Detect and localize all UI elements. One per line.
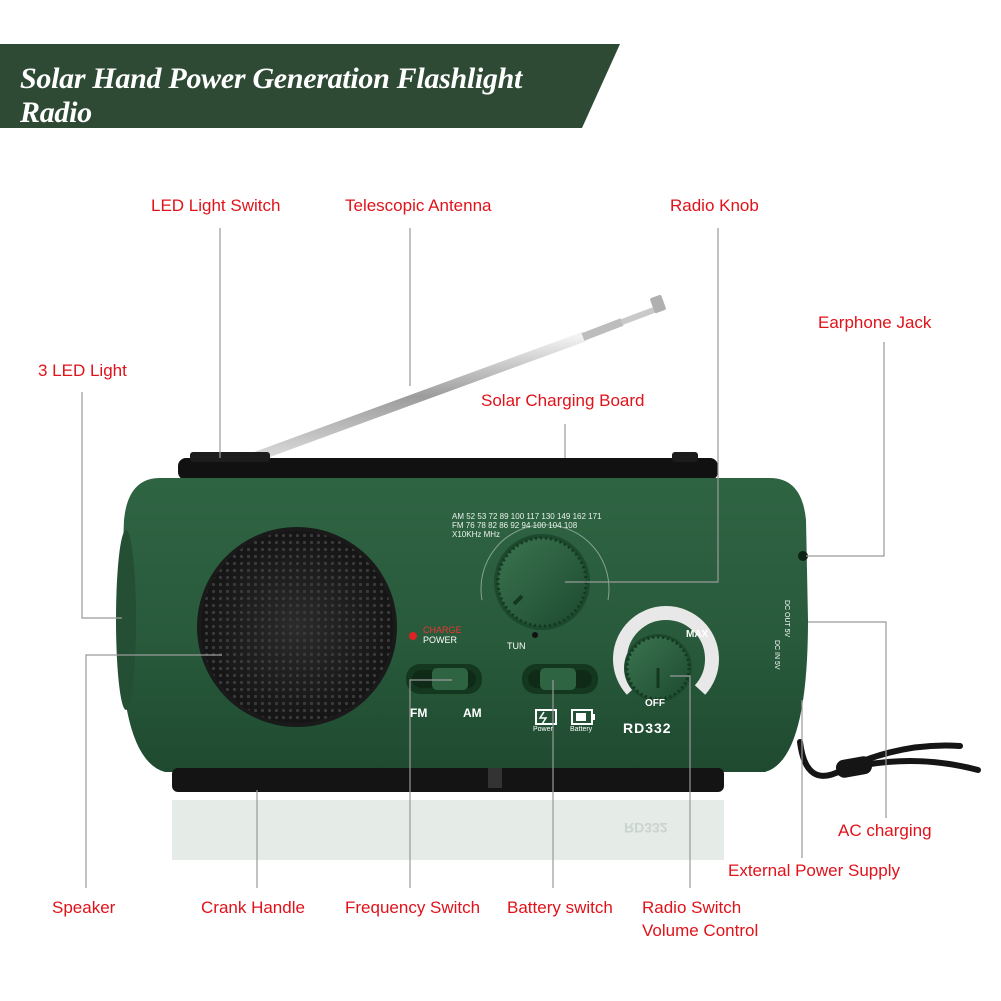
dial-numbers: AM 52 53 72 89 100 117 130 149 162 171 F…	[452, 512, 622, 539]
side-label-dc-out: DC OUT 5V	[783, 600, 790, 638]
charge-indicator-led	[409, 632, 417, 640]
tun-indicator-led	[532, 632, 538, 638]
battery-text: Battery	[570, 726, 593, 733]
dial-fm-5: 94	[521, 521, 531, 530]
dial-unit-am: X10KHz	[452, 530, 482, 539]
dial-fm-3: 86	[499, 521, 509, 530]
power-icon	[535, 709, 557, 725]
callout-led-switch: LED Light Switch	[151, 196, 281, 215]
max-label: MAX	[686, 629, 709, 640]
page-title: Solar Hand Power Generation Flashlight R…	[20, 62, 523, 129]
battery-icon	[571, 709, 595, 725]
reflection-model-label: RD332	[624, 820, 668, 836]
off-label: OFF	[645, 698, 665, 709]
dial-fm-6: 100	[532, 521, 546, 530]
radio-knob[interactable]	[494, 534, 590, 630]
tun-label: TUN	[507, 641, 526, 651]
reflection	[172, 800, 724, 860]
speaker	[197, 527, 397, 727]
dial-am-5: 117	[526, 512, 540, 521]
callout-external-power: External Power Supply	[728, 861, 900, 880]
wrist-strap	[797, 739, 981, 779]
dial-fm-7: 104	[548, 521, 562, 530]
charge-power-label: CHARGE POWER	[423, 625, 462, 645]
volume-knob[interactable]	[613, 606, 719, 702]
callout-led-light: 3 LED Light	[38, 361, 127, 380]
model-label: RD332	[623, 720, 672, 736]
callout-speaker: Speaker	[52, 898, 116, 917]
power-text: Power	[533, 726, 553, 733]
dial-am-label: AM	[452, 512, 464, 521]
callout-solar-board: Solar Charging Board	[481, 391, 645, 410]
dial-fm-row: FM 76 78 82 86 92 94 100 104 108	[452, 521, 622, 530]
dial-fm-label: FM	[452, 521, 464, 530]
dial-am-1: 53	[477, 512, 487, 521]
side-label-dc-in: DC IN 5V	[773, 640, 780, 670]
title-banner	[0, 44, 620, 128]
led-light	[116, 530, 136, 710]
solar-charging-board	[178, 452, 718, 480]
dial-fm-0: 76	[465, 521, 475, 530]
base	[172, 768, 724, 792]
dial-fm-8: 108	[563, 521, 578, 530]
dial-am-3: 89	[499, 512, 509, 521]
charge-label: CHARGE	[423, 625, 462, 635]
dial-scale	[480, 524, 610, 601]
dial-am-6: 130	[541, 512, 555, 521]
dial-unit-fm: MHz	[483, 530, 501, 539]
telescopic-antenna	[253, 294, 666, 461]
callout-antenna: Telescopic Antenna	[345, 196, 492, 215]
power-label: POWER	[423, 635, 458, 645]
callout-frequency-switch: Frequency Switch	[345, 898, 481, 917]
leader-lines	[81, 228, 887, 888]
callout-earphone-jack: Earphone Jack	[818, 313, 932, 332]
dial-fm-2: 82	[488, 521, 497, 530]
callout-radio-knob: Radio Knob	[670, 196, 759, 215]
callout-ac-charging: AC charging	[838, 821, 932, 840]
dial-fm-1: 78	[476, 521, 486, 530]
dial-fm-4: 92	[510, 521, 520, 530]
dial-am-9: 171	[588, 512, 602, 521]
dial-am-2: 72	[488, 512, 498, 521]
fm-label: FM	[410, 706, 428, 720]
dial-units: X10KHz MHz	[452, 530, 622, 539]
callout-battery-switch: Battery switch	[507, 898, 613, 917]
callout-volume-control: Volume Control	[642, 921, 759, 940]
dial-am-row: AM 52 53 72 89 100 117 130 149 162 171	[452, 512, 622, 521]
callout-radio-switch: Radio Switch	[642, 898, 742, 917]
dial-am-4: 100	[510, 512, 525, 521]
earphone-jack	[798, 551, 808, 561]
am-label: AM	[463, 706, 482, 720]
frequency-switch[interactable]	[406, 664, 482, 694]
dial-am-7: 149	[556, 512, 571, 521]
callout-crank: Crank Handle	[201, 898, 305, 917]
battery-switch[interactable]	[522, 664, 598, 694]
dial-am-0: 52	[466, 512, 476, 521]
dial-am-8: 162	[572, 512, 586, 521]
